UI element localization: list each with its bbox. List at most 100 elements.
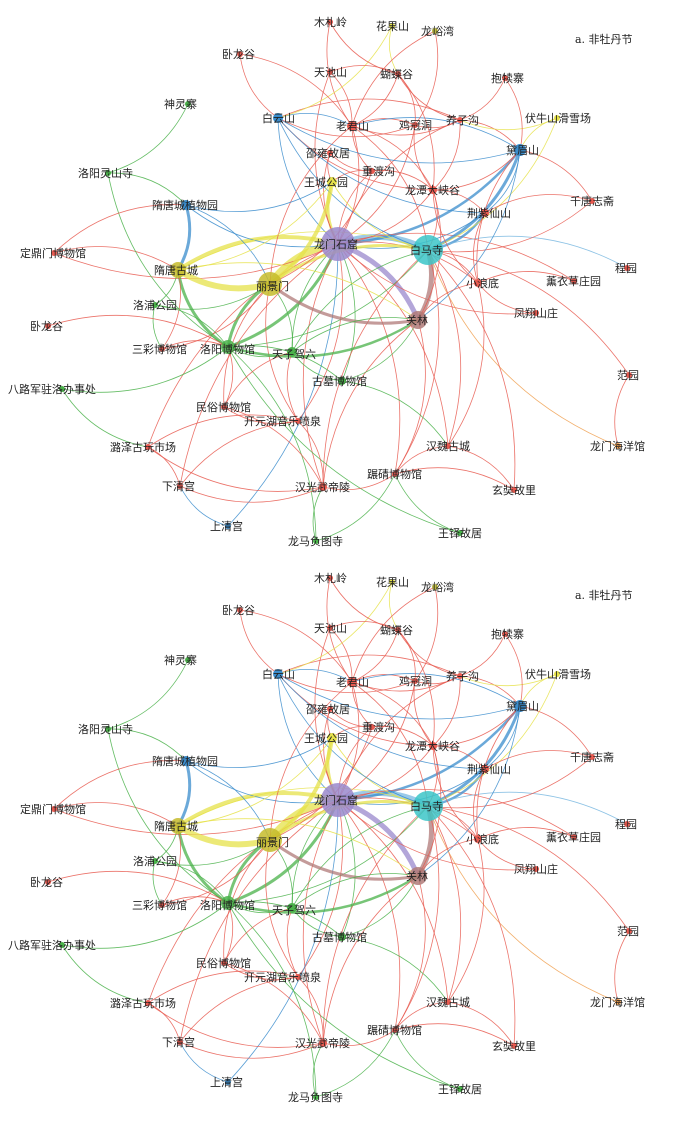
edge-longmen-shangqing — [227, 799, 339, 1083]
edge-daimei-longtan — [432, 705, 521, 747]
node-shaoyong — [327, 150, 333, 156]
edge-longmen-suitang_city — [176, 791, 340, 828]
edge-zhenzhi-xuanzang — [394, 467, 515, 491]
edge-hanguang-longma — [312, 486, 324, 542]
node-dingding — [51, 250, 57, 256]
edge-daimei-yangzi — [459, 675, 521, 707]
edge-guanlin-hanguang — [322, 875, 419, 1044]
edge-baiyun-jixian — [277, 673, 416, 694]
node-longyuwan — [432, 584, 438, 590]
node-label-guanlin: 关林 — [406, 313, 428, 327]
node-shangqing — [225, 1079, 231, 1085]
node-label-xunyicao: 薰衣草庄园 — [546, 830, 601, 844]
node-label-longyuwan: 龙峪湾 — [421, 24, 454, 38]
node-fanyuan — [626, 928, 632, 934]
edge-laojun-longtan — [351, 125, 434, 191]
node-baima — [413, 791, 443, 821]
edge-daimei-jingzi — [484, 149, 521, 214]
edge-baima-hanwei — [427, 249, 462, 447]
node-label-xiaqing: 下清宫 — [162, 479, 195, 493]
node-huaguoshan — [389, 23, 395, 29]
edge-suitang_city-sancai — [161, 269, 181, 350]
edge-guanlin-zhenzhi — [394, 875, 426, 1031]
edge-zhenzhi-wangduo — [394, 473, 461, 534]
node-label-chongdu: 重渡沟 — [362, 164, 395, 178]
node-chongdu — [369, 724, 375, 730]
edge-fanyuan-longmen_ocean — [614, 374, 630, 447]
node-label-xiaqing: 下清宫 — [162, 1035, 195, 1049]
network-panel-bottom: 龙门石窟白马寺丽景门关林隋唐古城洛阳博物馆王城公园天子驾六隋唐城植物园老君山白云… — [8, 571, 645, 1104]
edge-wolonggu_n-baiyun — [239, 53, 279, 119]
node-label-wolonggu_w: 卧龙谷 — [30, 320, 63, 333]
edge-kaiyuan-xiaqing — [179, 420, 299, 487]
edge-hanguang-zhenzhi — [322, 473, 396, 491]
edge-jixian-longyuwan — [414, 30, 439, 126]
edge-suitang_city-suitang_botanic — [176, 203, 192, 272]
node-label-luoze: 潞泽古玩市场 — [110, 996, 176, 1010]
node-label-xiaolangdi: 小浪底 — [466, 276, 499, 290]
edge-fanyuan-longmen_ocean — [614, 930, 630, 1003]
edge-shenling-lingshan — [107, 103, 189, 174]
edge-zhenzhi-longma — [315, 1029, 396, 1098]
node-label-wolonggu_w: 卧龙谷 — [30, 876, 63, 889]
edge-kaiyuan-minsu — [223, 962, 299, 980]
edge-suitang_city-wangcheng — [177, 181, 333, 271]
edge-daimei-longtan — [432, 149, 521, 191]
node-label-shenling: 神灵寨 — [164, 97, 197, 111]
edge-longtan-jixian — [413, 680, 434, 747]
edge-baima-suitang_city — [177, 231, 429, 271]
edge-lijing-wangcheng — [268, 736, 334, 842]
node-bajun — [59, 386, 65, 392]
edge-museum-longma — [227, 902, 317, 1098]
node-longma — [313, 1094, 319, 1100]
node-label-tianzi: 天子驾六 — [272, 348, 316, 361]
edge-lingshan-suitang_botanic — [107, 172, 187, 206]
edge-jixian-diediegu — [397, 629, 416, 682]
node-hanwei — [445, 443, 451, 449]
edge-longmen-kaiyuan — [297, 799, 343, 978]
node-label-diediegu: 蝴蝶谷 — [380, 623, 413, 637]
node-zhenzhi — [392, 471, 398, 477]
node-yangzi — [457, 673, 463, 679]
edge-tianzi-gumu — [291, 351, 343, 382]
edge-baiyun-jixian — [277, 117, 416, 138]
edge-longmen-suitang_botanic — [185, 760, 339, 804]
node-wolonggu_w — [45, 323, 51, 329]
edge-lijing-suitang_botanic — [185, 204, 271, 285]
edge-baima-hanwei — [427, 805, 462, 1003]
edge-wolonggu_n-baiyun — [239, 609, 279, 675]
edge-baima-laojun — [351, 681, 429, 807]
edge-museum-luopu — [154, 304, 229, 348]
edge-guanlin-suitang_city — [177, 818, 419, 877]
node-zhenzhi — [392, 1027, 398, 1033]
edge-baima-chengyuan — [427, 235, 628, 269]
edge-baima-tianzi — [291, 805, 429, 909]
node-gumu — [338, 933, 346, 941]
node-jingzi — [481, 209, 489, 217]
edge-longmen-museum — [226, 242, 340, 349]
node-funiu — [554, 671, 560, 677]
node-sancai — [159, 346, 165, 352]
edge-hanguang-longma — [312, 1042, 324, 1098]
edge-xiaqing-shangqing — [179, 485, 229, 527]
edge-baiyun-huaguoshan — [277, 25, 393, 119]
edge-tianzi-minsu — [223, 351, 293, 408]
edge-zhenzhi-longma — [315, 473, 396, 542]
edge-yangzi-diediegu — [397, 73, 461, 121]
edge-laojun-diediegu — [351, 73, 399, 127]
node-label-laojun: 老君山 — [336, 676, 369, 689]
node-guanlin — [409, 867, 427, 885]
edge-baima-qiantang — [427, 756, 593, 809]
node-tianzi — [287, 347, 297, 357]
node-baiyun — [273, 113, 283, 123]
edge-longtan-yangzi — [432, 675, 461, 747]
edge-baiyun-yangzi — [277, 98, 461, 121]
edge-longmen-suitang_botanic — [185, 204, 339, 248]
node-longyuwan — [432, 28, 438, 34]
node-label-chongdu: 重渡沟 — [362, 720, 395, 734]
edge-jingzi-qiantang — [484, 194, 593, 214]
node-xuanzang — [511, 1043, 517, 1049]
edge-suitang_city-suitang_botanic — [176, 759, 192, 828]
edge-hanguang-luoze — [147, 1002, 324, 1048]
node-label-xuanzang: 玄奘故里 — [492, 483, 536, 497]
